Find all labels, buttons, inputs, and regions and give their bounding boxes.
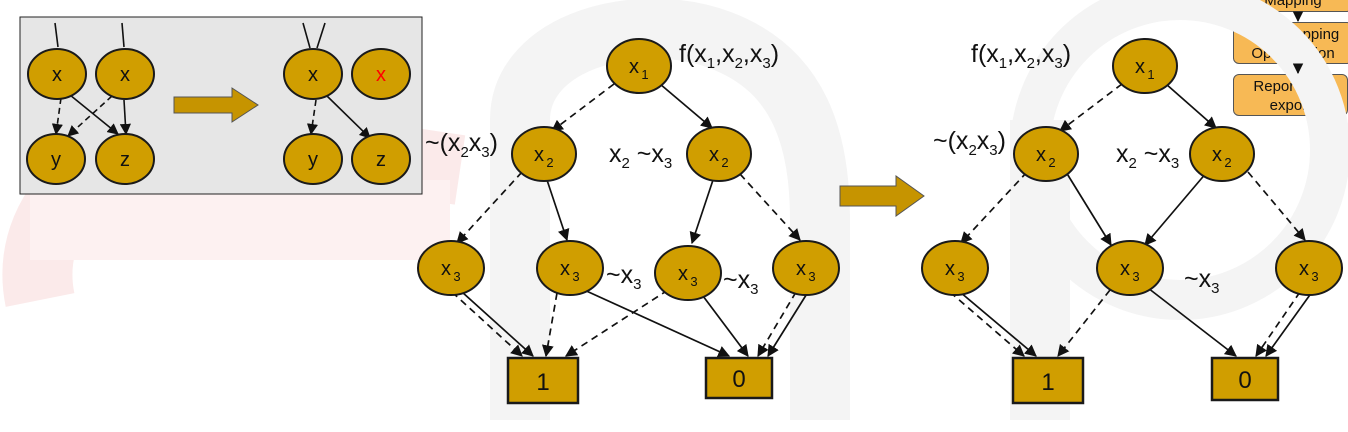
bdd-left: x 1 x 2 x 2 x 3 x 3 x 3 x 3 1 0 f(x1,x2,… (417, 38, 840, 405)
bdd-right-node-x2-left-var: x (1036, 144, 1046, 166)
bdd-left-node-x3-a (417, 240, 485, 296)
inset-after-node-x-label: x (308, 64, 318, 86)
bdd-right-node-x1-sub: 1 (1147, 67, 1154, 82)
inset-before-node-x-right (95, 48, 155, 100)
inset-after-node-x-removed (351, 48, 411, 100)
bdd-right-edges (949, 83, 1313, 357)
bdd-right-node-x3-b (1096, 240, 1164, 296)
bdd-left-node-x3-a-var: x (441, 258, 451, 280)
inset-after-node-y-label: y (308, 149, 318, 171)
transform-arrow (839, 175, 925, 217)
bdd-left-node-x2-left-var: x (534, 144, 544, 166)
bdd-right-annotation-not-x2x3: ~(x2x3) (933, 127, 1006, 159)
bdd-left-node-x1-var: x (629, 56, 639, 78)
bdd-left-node-x2-left-sub: 2 (546, 155, 553, 170)
inset-before-node-x-left (27, 48, 87, 100)
bdd-right: x 1 x 2 x 2 x 3 x 3 x 3 1 0 f(x1,x2,x3) … (921, 38, 1343, 405)
bdd-right-node-x3-b-var: x (1120, 258, 1130, 280)
bdd-left-terminal-1 (506, 356, 580, 405)
inset-before-node-y-label: y (51, 149, 61, 171)
bdd-left-annotation-not-x3-b: ~x3 (723, 266, 758, 298)
bdd-right-node-x2-right (1189, 126, 1255, 182)
inset-before-edges (51, 22, 131, 137)
bdd-left-node-x3-c (654, 245, 722, 301)
inset-before-node-z-label: z (120, 149, 130, 171)
bdd-right-node-x2-left (1013, 126, 1079, 182)
bdd-left-annotation-not-x3-a: ~x3 (606, 261, 641, 293)
inset-after-node-z-label: z (376, 149, 386, 171)
bdd-right-terminal-1-label: 1 (1041, 369, 1054, 396)
bdd-right-node-x3-c (1275, 240, 1343, 296)
inset-panel: x x y z x x y z (19, 16, 423, 195)
bdd-right-node-x3-a-var: x (945, 258, 955, 280)
bdd-right-annotation-x2-not-x3: x2 ~x3 (1116, 140, 1179, 172)
flow-box-mapping-label: Mapping (1264, 0, 1322, 9)
bdd-right-node-x3-c-var: x (1299, 258, 1309, 280)
bdd-right-node-x3-a (921, 240, 989, 296)
inset-after-node-x-removed-label: x (376, 64, 386, 86)
bdd-right-function-label: f(x1,x2,x3) (971, 40, 1071, 72)
bdd-right-annotation-not-x3: ~x3 (1184, 265, 1219, 297)
bdd-left-node-x3-b-var: x (560, 258, 570, 280)
bdd-left-node-x3-a-sub: 3 (453, 269, 460, 284)
bdd-left-annotation-x2-not-x3: x2 ~x3 (609, 140, 672, 172)
bdd-left-annotation-not-x2x3: ~(x2x3) (425, 129, 498, 161)
inset-before-node-y (26, 133, 86, 185)
inset-after-node-x (283, 48, 343, 100)
inset-after-nodes: x x y z (283, 48, 411, 185)
bdd-left-node-x2-right-var: x (709, 144, 719, 166)
bdd-right-node-x2-left-sub: 2 (1048, 155, 1055, 170)
bdd-right-node-x1 (1112, 38, 1178, 94)
inset-after-edges (302, 22, 371, 139)
bdd-left-edges (451, 83, 809, 358)
bdd-right-node-x3-b-sub: 3 (1132, 269, 1139, 284)
inset-after-node-z (351, 133, 411, 185)
bdd-left-node-x3-c-sub: 3 (690, 274, 697, 289)
bdd-left-node-x1 (606, 38, 672, 94)
bdd-left-node-x3-b-sub: 3 (572, 269, 579, 284)
bdd-left-node-x3-d (772, 240, 840, 296)
bdd-left-terminal-1-label: 1 (536, 369, 549, 396)
bdd-right-terminal-1 (1011, 356, 1085, 405)
inset-transform-arrow (173, 87, 259, 123)
bdd-left-node-x3-d-sub: 3 (808, 269, 815, 284)
bdd-left-node-x2-left (511, 126, 577, 182)
bdd-left-node-x3-c-var: x (678, 263, 688, 285)
bdd-left-function-label: f(x1,x2,x3) (679, 40, 779, 72)
bdd-left-terminal-0-label: 0 (732, 366, 745, 393)
inset-before-node-x-left-label: x (52, 64, 62, 86)
bdd-right-node-x2-right-sub: 2 (1224, 155, 1231, 170)
bdd-right-node-x2-right-var: x (1212, 144, 1222, 166)
bdd-right-terminal-0 (1210, 356, 1280, 402)
bdd-left-terminal-0 (704, 356, 774, 400)
bdd-right-terminal-0-label: 0 (1238, 367, 1251, 394)
bdd-left-node-x3-b (536, 240, 604, 296)
bdd-left-node-x2-right (686, 126, 752, 182)
bdd-right-node-x3-a-sub: 3 (957, 269, 964, 284)
inset-before-node-x-right-label: x (120, 64, 130, 86)
inset-before-nodes: x x y z (26, 48, 155, 185)
inset-after-node-y (283, 133, 343, 185)
bdd-left-node-x3-d-var: x (796, 258, 806, 280)
bdd-right-node-x3-c-sub: 3 (1311, 269, 1318, 284)
bdd-left-node-x2-right-sub: 2 (721, 155, 728, 170)
bdd-left-node-x1-sub: 1 (641, 67, 648, 82)
bdd-right-node-x1-var: x (1135, 56, 1145, 78)
inset-before-node-z (95, 133, 155, 185)
